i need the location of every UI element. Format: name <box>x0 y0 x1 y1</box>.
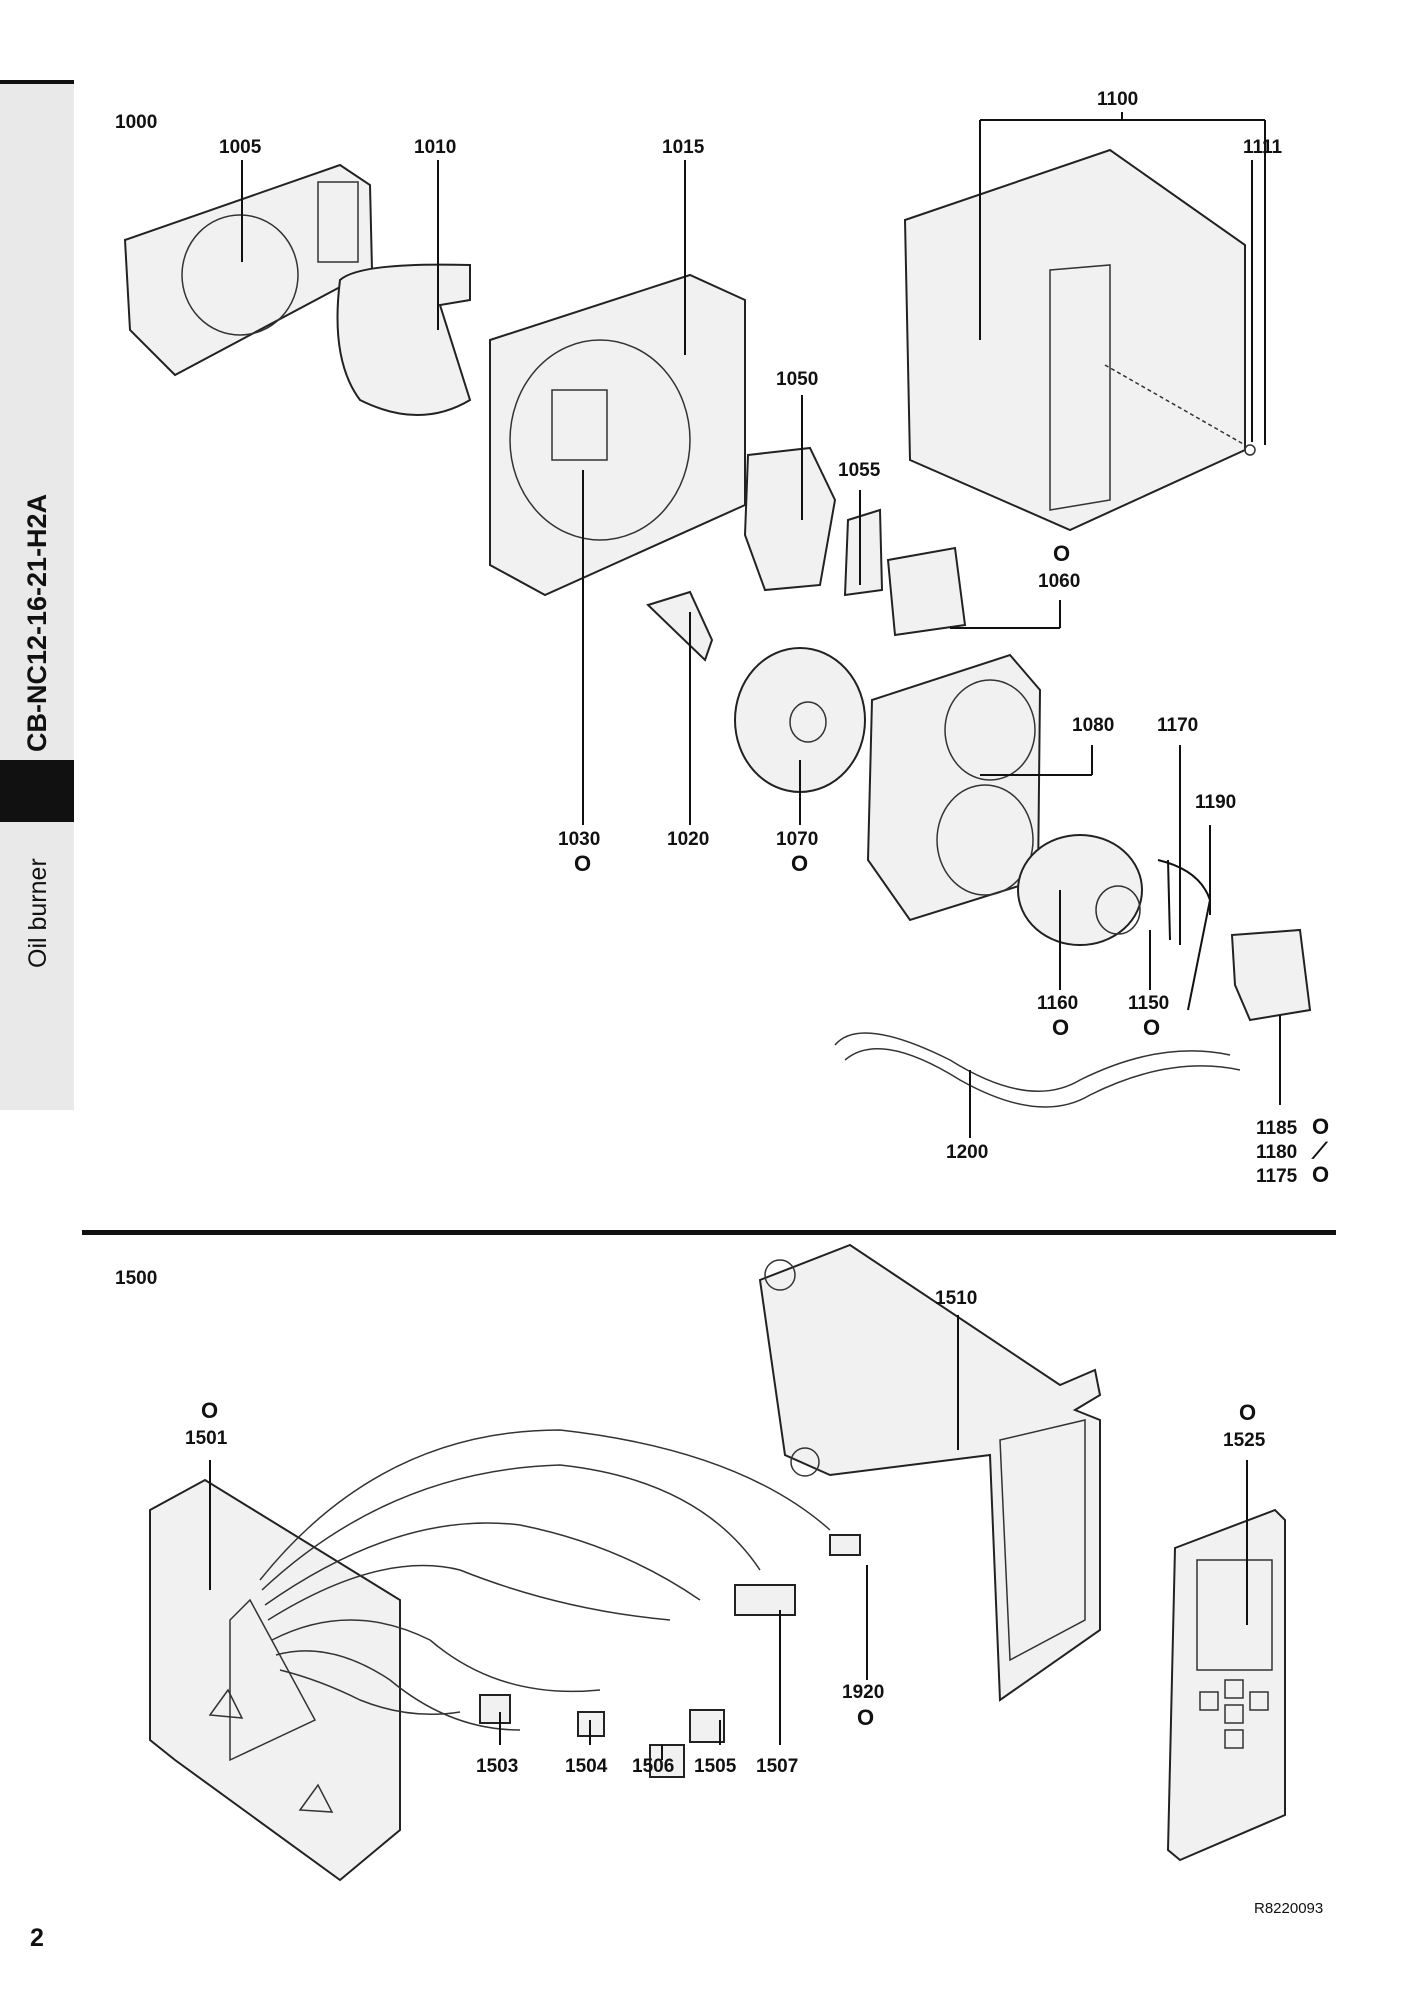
label-1070: 1070 <box>776 829 819 850</box>
replace-symbol-1060: Ο <box>1053 541 1071 566</box>
label-1504: 1504 <box>565 1756 608 1777</box>
replace-symbol-1030: Ο <box>574 851 592 876</box>
label-1020: 1020 <box>667 829 710 850</box>
sidebar <box>0 84 74 1110</box>
label-1507: 1507 <box>756 1756 799 1777</box>
part-outer-cover <box>903 148 1256 532</box>
part-tube-1170 <box>1167 859 1171 941</box>
replace-symbol-1501: Ο <box>201 1398 219 1423</box>
sidebar-top-rule <box>0 80 74 87</box>
part-tube-1190 <box>1157 859 1212 1011</box>
part-motor <box>1017 834 1143 946</box>
replace-symbol-1185: Ο <box>1312 1114 1330 1139</box>
label-1100: 1100 <box>1097 89 1139 110</box>
part-ignition-assembly <box>743 446 967 637</box>
replace-symbol-1175: Ο <box>1312 1162 1330 1187</box>
label-1175: 1175 <box>1256 1166 1298 1187</box>
part-oil-pump <box>1230 928 1312 1022</box>
replace-symbol-1150: Ο <box>1143 1015 1161 1040</box>
replace-symbol-1070: Ο <box>791 851 809 876</box>
label-1180: 1180 <box>1256 1142 1298 1163</box>
label-1080: 1080 <box>1072 715 1115 736</box>
label-1005: 1005 <box>219 137 262 158</box>
sidebar-tab-marker <box>0 760 74 822</box>
label-1160: 1160 <box>1037 993 1079 1014</box>
label-1050: 1050 <box>776 369 819 390</box>
label-1030: 1030 <box>558 829 601 850</box>
replace-symbol-1525: Ο <box>1239 1400 1257 1425</box>
label-1190: 1190 <box>1195 792 1237 813</box>
replace-symbol-1160: Ο <box>1052 1015 1070 1040</box>
label-1060: 1060 <box>1038 571 1081 592</box>
part-oil-hoses <box>834 1032 1231 1092</box>
part-cable-harness <box>259 1429 831 1731</box>
label-1055: 1055 <box>838 460 881 481</box>
part-air-flap <box>646 590 714 662</box>
label-1503: 1503 <box>476 1756 519 1777</box>
label-1920: 1920 <box>842 1682 885 1703</box>
part-control-bracket <box>758 1243 1102 1702</box>
part-fan-housing <box>489 273 746 597</box>
label-1505: 1505 <box>694 1756 737 1777</box>
label-1525: 1525 <box>1223 1430 1266 1451</box>
part-mounting-plate <box>866 653 1042 922</box>
part-housing-cover <box>123 163 374 377</box>
label-1185: 1185 <box>1256 1118 1298 1139</box>
leader-lines-bottom <box>209 1315 1248 1760</box>
label-1010: 1010 <box>414 137 457 158</box>
document-reference: R8220093 <box>1254 1900 1324 1917</box>
label-1500: 1500 <box>115 1268 158 1289</box>
label-1501: 1501 <box>185 1428 228 1449</box>
leader-lines-top <box>241 112 1281 1138</box>
label-1510: 1510 <box>935 1288 978 1309</box>
label-1000: 1000 <box>115 112 158 133</box>
part-air-intake <box>336 263 472 416</box>
label-1200: 1200 <box>946 1142 989 1163</box>
label-1170: 1170 <box>1157 715 1199 736</box>
label-1506: 1506 <box>632 1756 675 1777</box>
part-control-box <box>149 1478 401 1882</box>
label-1150: 1150 <box>1128 993 1170 1014</box>
label-1015: 1015 <box>662 137 705 158</box>
part-connectors <box>479 1534 861 1778</box>
replace-symbol-1920: Ο <box>857 1705 875 1730</box>
section-separator <box>82 1230 1336 1235</box>
label-1111: 1111 <box>1243 137 1283 158</box>
page-number: 2 <box>30 1924 44 1952</box>
tool-symbol-1180: ⟋ <box>1312 1138 1328 1163</box>
part-display-unit <box>1166 1508 1286 1862</box>
